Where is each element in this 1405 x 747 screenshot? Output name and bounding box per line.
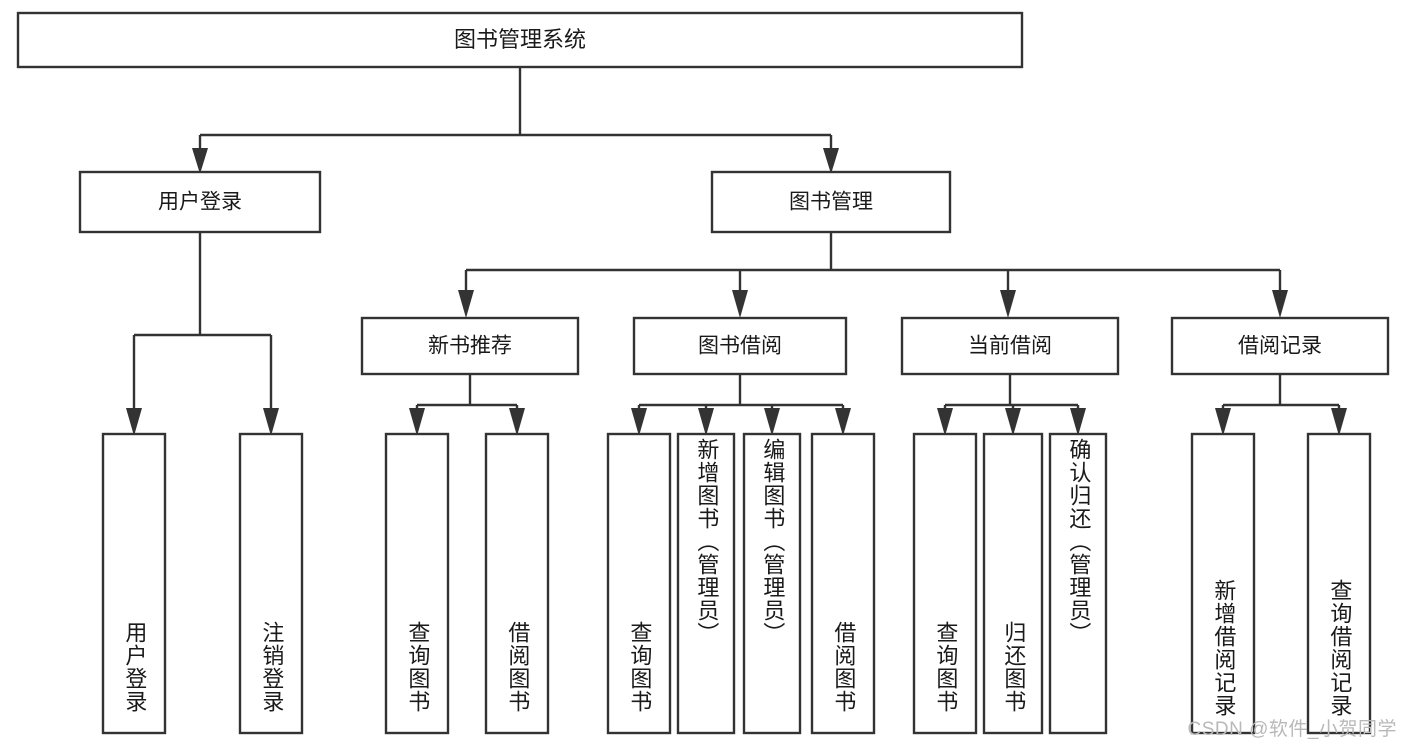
node-user-login-label: 用户登录 xyxy=(158,191,242,214)
node-new-book-rec-box[interactable] xyxy=(360,316,580,376)
node-book-borrow-box[interactable] xyxy=(632,316,848,376)
leaf-query-book-2-box[interactable] xyxy=(606,432,672,735)
node-root-box[interactable] xyxy=(16,11,1024,69)
arrow-cb-leaf-2 xyxy=(1005,408,1021,436)
arrow-nbr-leaf-1 xyxy=(409,408,425,436)
arrow-bb-leaf-2 xyxy=(698,408,714,436)
leaf-query-book-3-box[interactable] xyxy=(912,432,978,735)
node-current-borrow-box[interactable] xyxy=(900,316,1120,376)
node-current-borrow[interactable]: 当前借阅 xyxy=(900,316,1120,376)
node-borrow-record[interactable]: 借阅记录 xyxy=(1170,316,1390,376)
node-borrow-record-label: 借阅记录 xyxy=(1238,335,1322,358)
leaf-query-record-box[interactable] xyxy=(1306,432,1372,735)
leaf-confirm-return-box[interactable] xyxy=(1048,432,1108,735)
node-book-manage[interactable]: 图书管理 xyxy=(710,170,952,234)
arrow-user-login-leaf-2 xyxy=(263,408,279,436)
connectors xyxy=(126,67,1347,436)
node-borrow-record-box[interactable] xyxy=(1170,316,1390,376)
arrow-bm-to-borrow-record xyxy=(1272,290,1288,318)
arrow-nbr-leaf-2 xyxy=(509,408,525,436)
node-root-label: 图书管理系统 xyxy=(454,27,586,52)
leaf-query-book-1-box[interactable] xyxy=(384,432,450,735)
arrow-user-login-leaf-1 xyxy=(126,408,142,436)
leaf-borrow-book-2-box[interactable] xyxy=(810,432,876,735)
node-user-login[interactable]: 用户登录 xyxy=(78,170,322,234)
arrow-br-leaf-2 xyxy=(1331,408,1347,436)
node-root[interactable]: 图书管理系统 xyxy=(16,11,1024,69)
arrow-cb-leaf-3 xyxy=(1070,408,1086,436)
arrow-bb-leaf-3 xyxy=(764,408,780,436)
node-new-book-rec-label: 新书推荐 xyxy=(428,335,512,358)
leaf-add-book-box[interactable] xyxy=(676,432,736,735)
node-book-borrow-label: 图书借阅 xyxy=(698,335,782,358)
node-book-borrow[interactable]: 图书借阅 xyxy=(632,316,848,376)
watermark-text: CSDN @软件_小贺同学 xyxy=(1187,719,1397,740)
leaf-add-record-box[interactable] xyxy=(1190,432,1256,735)
arrow-bb-leaf-1 xyxy=(631,408,647,436)
arrow-cb-leaf-1 xyxy=(937,408,953,436)
leaf-user-login-box[interactable] xyxy=(101,432,167,735)
node-book-manage-label: 图书管理 xyxy=(789,191,873,214)
node-current-borrow-label: 当前借阅 xyxy=(968,335,1052,358)
arrow-br-leaf-1 xyxy=(1215,408,1231,436)
leaf-user-logout-box[interactable] xyxy=(238,432,304,735)
node-new-book-rec[interactable]: 新书推荐 xyxy=(360,316,580,376)
arrow-bm-to-new-book-rec xyxy=(458,290,474,318)
node-user-login-box[interactable] xyxy=(78,170,322,234)
leaf-borrow-book-1-box[interactable] xyxy=(484,432,550,735)
leaf-boxes xyxy=(101,432,1372,735)
node-book-manage-box[interactable] xyxy=(710,170,952,234)
arrow-root-to-book-manage xyxy=(823,148,839,174)
arrow-root-to-user-login xyxy=(192,148,208,174)
arrow-bm-to-book-borrow xyxy=(732,290,748,318)
leaf-return-book-box[interactable] xyxy=(982,432,1044,735)
leaf-edit-book-box[interactable] xyxy=(742,432,802,735)
arrow-bm-to-current-borrow xyxy=(1000,290,1016,318)
arrow-bb-leaf-4 xyxy=(835,408,851,436)
